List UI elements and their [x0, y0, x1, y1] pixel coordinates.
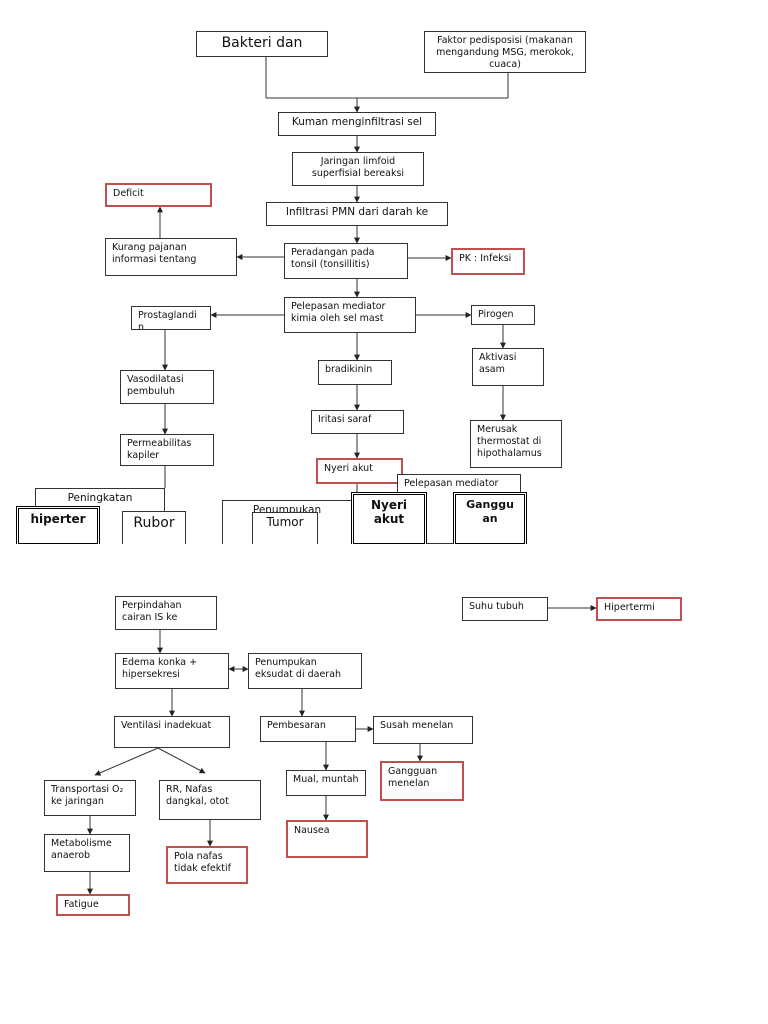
node-iritasi-saraf: Iritasi saraf: [311, 410, 404, 434]
node-nyeri-akut-2: Nyeri akut: [351, 492, 427, 546]
node-kurang-pajanan: Kurang pajanan informasi tentang: [105, 238, 237, 276]
node-nyeri-akut-1: Nyeri akut: [316, 458, 403, 484]
node-rubor: Rubor: [122, 511, 186, 547]
connector-31: [94, 747, 159, 776]
node-fatigue: Fatigue: [56, 894, 130, 916]
node-pola-nafas: Pola nafas tidak efektif: [166, 846, 248, 884]
node-nausea: Nausea: [286, 820, 368, 858]
node-ventilasi: Ventilasi inadekuat: [114, 716, 230, 748]
node-gangguan-top: Ganggu an: [453, 492, 527, 546]
node-pelepasan-mediator: Pelepasan mediator kimia oleh sel mast: [284, 297, 416, 333]
edges-group: [87, 57, 597, 895]
node-pembesaran: Pembesaran: [260, 716, 356, 742]
node-susah-menelan: Susah menelan: [373, 716, 473, 744]
node-bradikinin: bradikinin: [318, 360, 392, 385]
node-faktor: Faktor pedisposisi (makanan mengandung M…: [424, 31, 586, 73]
node-bakteri: Bakteri dan: [196, 31, 328, 57]
node-infiltrasi: Infiltrasi PMN dari darah ke: [266, 202, 448, 226]
node-aktivasi-asam: Aktivasi asam: [472, 348, 544, 386]
node-hipertermi: Hipertermi: [596, 597, 682, 621]
node-peradangan: Peradangan pada tonsil (tonsillitis): [284, 243, 408, 279]
node-perpindahan-cairan: Perpindahan cairan IS ke: [115, 596, 217, 630]
node-transportasi-o2: Transportasi O₂ ke jaringan: [44, 780, 136, 816]
node-kuman: Kuman menginfiltrasi sel: [278, 112, 436, 136]
node-deficit: Deficit: [105, 183, 212, 207]
node-penumpukan-eksudat: Penumpukan eksudat di daerah: [248, 653, 362, 689]
node-tumor: Tumor: [252, 512, 318, 546]
node-edema-konka: Edema konka + hipersekresi: [115, 653, 229, 689]
node-merusak-thermostat: Merusak thermostat di hipothalamus: [470, 420, 562, 468]
node-pk-infeksi: PK : Infeksi: [451, 248, 525, 275]
node-prostaglandin: Prostaglandi n: [131, 306, 211, 330]
node-rr-nafas: RR, Nafas dangkal, otot: [159, 780, 261, 820]
connector-32: [157, 747, 206, 774]
node-jaringan: Jaringan limfoid superfisial bereaksi: [292, 152, 424, 186]
node-vasodilatasi: Vasodilatasi pembuluh: [120, 370, 214, 404]
page-break-band: [0, 544, 768, 590]
node-gangguan-menelan: Gangguan menelan: [380, 761, 464, 801]
node-mual-muntah: Mual, muntah: [286, 770, 366, 796]
node-suhu-tubuh: Suhu tubuh: [462, 597, 548, 621]
node-permeabilitas: Permeabilitas kapiler: [120, 434, 214, 466]
node-metabolisme: Metabolisme anaerob: [44, 834, 130, 872]
node-hiperter: hiperter: [16, 506, 100, 546]
node-pirogen: Pirogen: [471, 305, 535, 325]
